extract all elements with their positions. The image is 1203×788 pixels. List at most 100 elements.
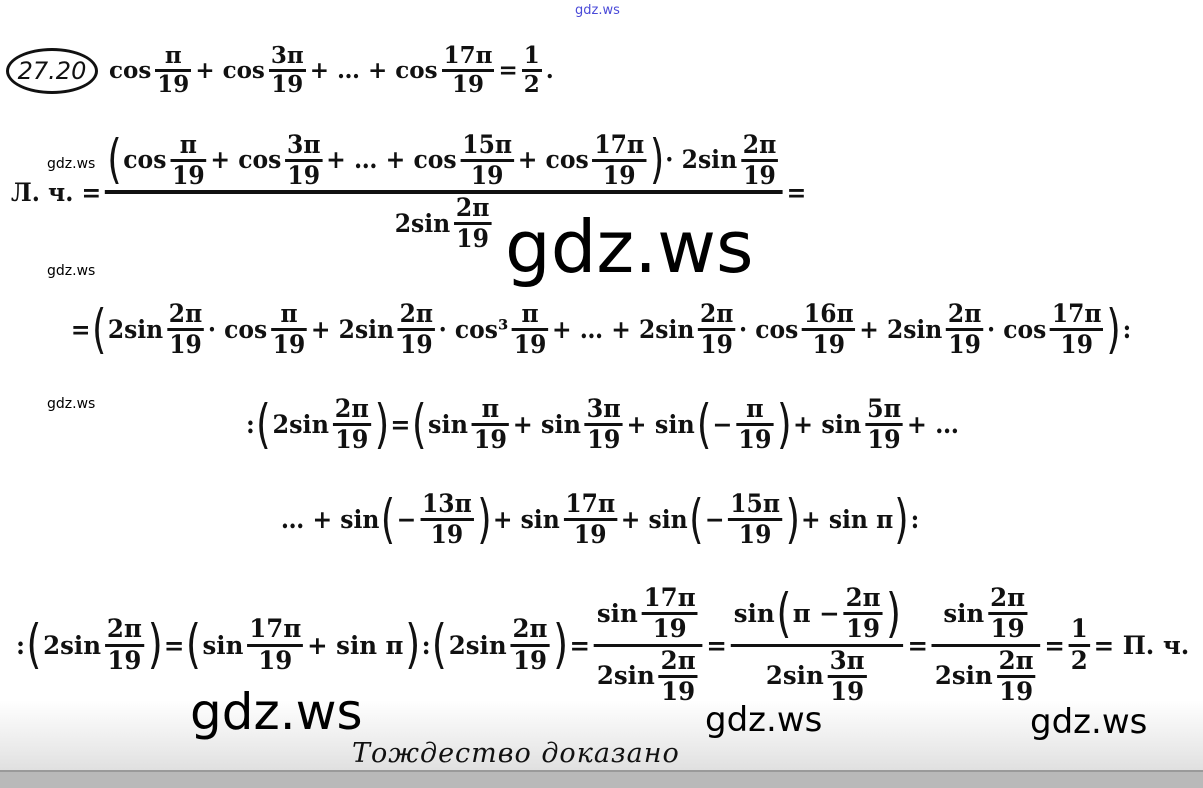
numerator: 16π	[803, 299, 854, 328]
denominator: 19	[172, 160, 205, 190]
watermark-small: gdz.ws	[47, 396, 96, 412]
numerator: 5π	[866, 394, 902, 423]
numerator: 2π	[660, 645, 696, 675]
numerator: 13π	[422, 489, 472, 518]
math-text: sin	[202, 630, 244, 660]
math-text: = П. ч.	[1093, 630, 1190, 660]
math-text: + …	[906, 410, 960, 440]
fraction-bar	[593, 643, 703, 647]
math-text: −	[704, 505, 725, 535]
math-text: … + sin	[280, 505, 380, 535]
math-text: −	[396, 505, 417, 535]
watermark-bottom-right: gdz.ws	[1030, 702, 1148, 742]
denominator: 19	[948, 330, 981, 360]
denominator: 19	[258, 645, 293, 675]
math-text: cos	[123, 145, 167, 175]
math-text: =	[706, 630, 727, 660]
math-text: 2sin	[394, 208, 451, 238]
denominator: 19	[743, 160, 776, 190]
numerator: π	[164, 41, 182, 69]
math-text: 2sin	[107, 315, 164, 345]
fraction-bar	[584, 423, 623, 427]
right-paren: )	[405, 613, 421, 675]
right-paren: )	[374, 393, 389, 455]
left-paren: (	[92, 298, 107, 360]
fraction-bar	[730, 643, 904, 647]
denominator: 19	[157, 70, 190, 98]
right-paren: )	[785, 488, 800, 550]
right-paren: )	[552, 613, 568, 675]
left-paren: (	[107, 129, 122, 190]
numerator: 2π	[106, 614, 142, 644]
math-text: =	[498, 56, 518, 84]
math-text: 2sin	[765, 661, 824, 691]
fraction-bar	[270, 328, 308, 332]
math-text: · 2sin	[665, 145, 738, 175]
numerator: 2π	[455, 193, 490, 222]
fraction-bar	[931, 643, 1041, 647]
fraction-bar	[1049, 328, 1104, 332]
math-text: + cos	[210, 145, 282, 175]
math-text: =	[163, 630, 185, 660]
math-text: :	[245, 410, 255, 440]
numerator: 2π	[742, 129, 777, 159]
watermark-small: gdz.ws	[47, 156, 96, 172]
denominator: 19	[400, 330, 433, 360]
left-paren: (	[776, 582, 792, 644]
numerator: 2π	[947, 299, 982, 328]
math-text: :	[15, 630, 26, 660]
fraction-bar	[988, 612, 1028, 616]
denominator: 19	[287, 160, 321, 190]
fraction-bar	[592, 158, 647, 162]
numerator: 2π	[512, 614, 548, 644]
math-text: + cos	[517, 145, 589, 175]
fraction-bar	[460, 158, 514, 162]
fraction-bar	[104, 190, 783, 194]
denominator: 19	[867, 425, 901, 455]
denominator: 19	[335, 425, 369, 455]
denominator: 19	[587, 425, 621, 455]
math-text: 2sin	[43, 630, 102, 660]
math-text: + sin π	[307, 630, 404, 660]
numerator: 2π	[334, 394, 369, 423]
math-text: + … + cos	[326, 145, 457, 175]
fraction-bar	[268, 68, 306, 72]
fraction-bar	[104, 643, 144, 647]
denominator: 19	[456, 224, 489, 254]
denominator: 19	[999, 676, 1034, 706]
math-text: sin	[596, 598, 638, 628]
fraction-bar	[740, 158, 779, 162]
math-text: + sin	[512, 410, 581, 440]
numerator: 17π	[565, 489, 616, 518]
math-text: + sin	[626, 410, 695, 440]
left-paren: (	[432, 613, 448, 675]
left-paren: (	[380, 488, 396, 550]
denominator: 19	[1060, 330, 1093, 360]
